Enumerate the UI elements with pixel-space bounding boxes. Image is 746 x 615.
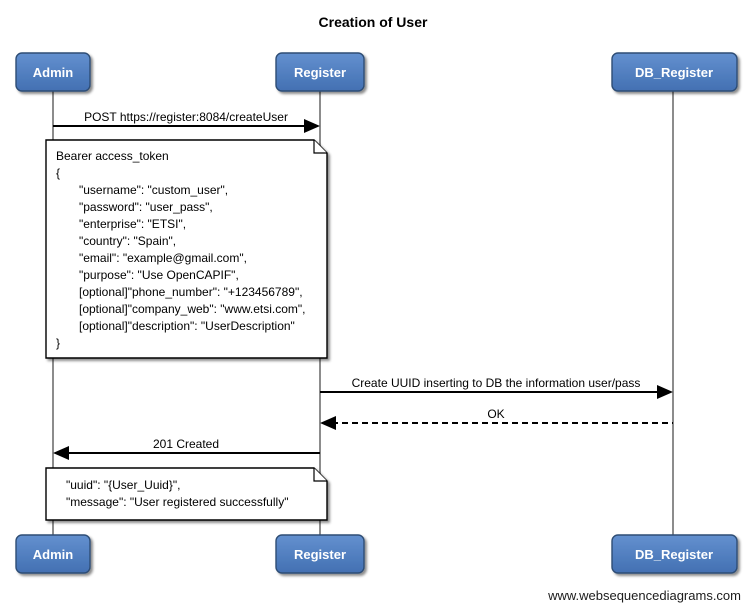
note-line: "purpose": "Use OpenCAPIF",	[79, 268, 239, 282]
note-line: }	[56, 336, 60, 350]
actor-register-bottom	[275, 534, 365, 574]
watermark: www.websequencediagrams.com	[547, 588, 741, 603]
actor-label-register: Register	[294, 547, 346, 562]
actor-box	[15, 52, 91, 92]
arrowhead-right-icon	[657, 385, 673, 399]
actor-label-admin: Admin	[33, 65, 74, 80]
message-label-create-uuid: Create UUID inserting to DB the informat…	[352, 376, 641, 390]
note-fold-icon	[313, 468, 327, 482]
note-background	[45, 467, 328, 521]
note-line: "message": "User registered successfully…	[66, 495, 288, 509]
actor-label-db-register: DB_Register	[635, 547, 713, 562]
actor-admin-top	[15, 52, 91, 92]
actor-register-top	[275, 52, 365, 92]
note-line: "uuid": "{User_Uuid}",	[66, 478, 180, 492]
note-line: "email": "example@gmail.com",	[79, 251, 247, 265]
note-line: [optional]"company_web": "www.etsi.com",	[79, 302, 305, 316]
note-line: {	[56, 166, 60, 180]
actor-box	[611, 534, 738, 574]
note-line: "enterprise": "ETSI",	[79, 217, 186, 231]
note-request-body	[45, 139, 328, 359]
arrowhead-left-icon	[320, 416, 336, 430]
actor-label-admin: Admin	[33, 547, 74, 562]
note-line: "password": "user_pass",	[79, 200, 213, 214]
diagram-title: Creation of User	[319, 14, 428, 30]
actor-db-register-top	[611, 52, 738, 92]
arrowhead-right-icon	[304, 119, 320, 133]
actor-box	[611, 52, 738, 92]
actor-label-db-register: DB_Register	[635, 65, 713, 80]
arrowhead-left-icon	[53, 446, 69, 460]
message-label-post-createuser: POST https://register:8084/createUser	[84, 110, 288, 124]
actor-box	[15, 534, 91, 574]
note-response-body	[45, 467, 328, 521]
note-line: Bearer access_token	[56, 149, 169, 163]
note-line: [optional]"phone_number": "+123456789",	[79, 285, 303, 299]
note-line: [optional]"description": "UserDescriptio…	[79, 319, 295, 333]
note-line: "username": "custom_user",	[79, 183, 228, 197]
note-fold-icon	[313, 140, 327, 154]
actor-admin-bottom	[15, 534, 91, 574]
actor-db-register-bottom	[611, 534, 738, 574]
actor-box	[275, 52, 365, 92]
note-background	[45, 139, 328, 359]
note-line: "country": "Spain",	[79, 234, 176, 248]
actor-label-register: Register	[294, 65, 346, 80]
message-label-201-created: 201 Created	[153, 437, 219, 451]
actor-box	[275, 534, 365, 574]
message-label-ok: OK	[487, 407, 504, 421]
